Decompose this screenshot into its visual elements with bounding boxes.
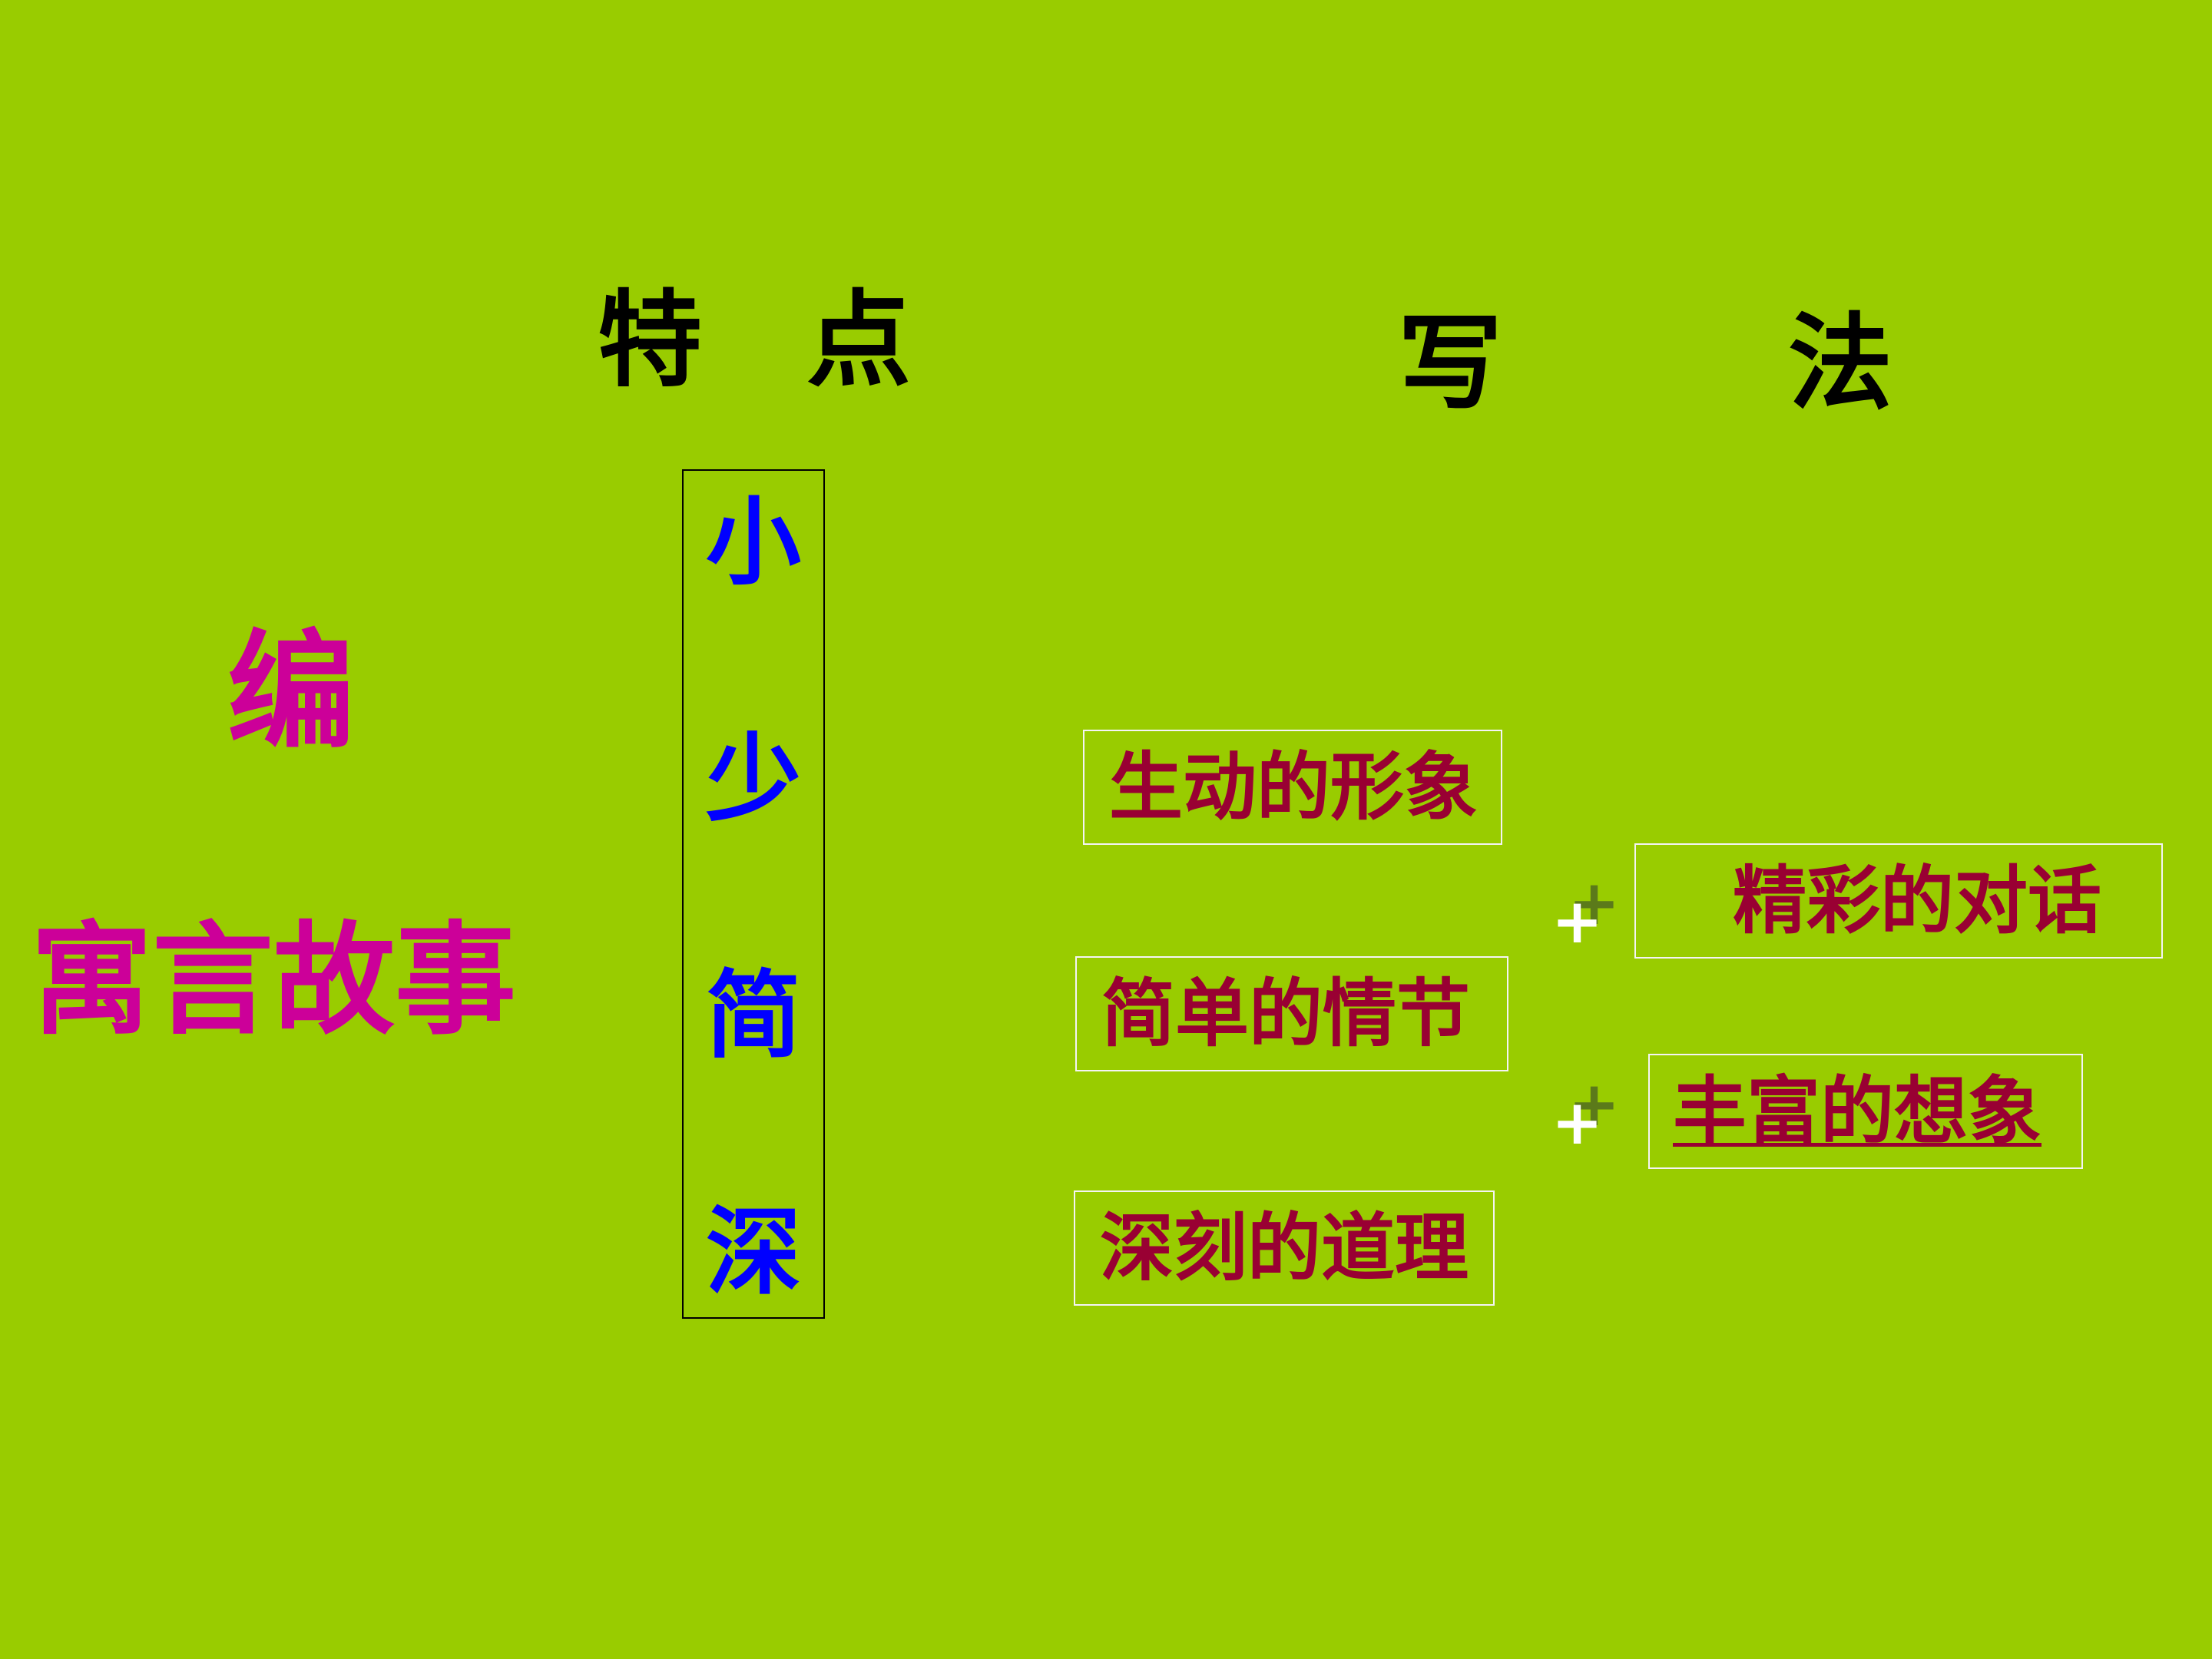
profound-moral-box: 深刻的道理 [1074, 1190, 1495, 1306]
plus-icon-imagination: + [1551, 1087, 1604, 1158]
profound-moral-text: 深刻的道理 [1100, 1204, 1469, 1291]
features-heading: 特 点 [598, 279, 911, 402]
rich-imagination-text: 丰富的想象 [1673, 1068, 2041, 1154]
simple-plot-box: 简单的情节 [1075, 956, 1508, 1071]
features-column-box: 小 少 简 深 [682, 469, 825, 1319]
writing-heading-left: 写 [1398, 302, 1502, 425]
fable-story-label: 寓言故事 [31, 909, 516, 1051]
writing-heading-right: 法 [1788, 302, 1892, 425]
vivid-image-text: 生动的形象 [1109, 743, 1478, 830]
feature-deep: 深 [705, 1197, 801, 1308]
compose-label: 编 [227, 617, 355, 767]
feature-few: 少 [705, 724, 801, 835]
plus-icon-dialogue: + [1551, 886, 1604, 957]
wonderful-dialogue-text: 精彩的对话 [1733, 857, 2101, 944]
feature-small: 小 [705, 487, 801, 598]
feature-simple: 简 [705, 960, 801, 1071]
wonderful-dialogue-box: 精彩的对话 [1634, 843, 2163, 959]
plus-icon-imagination-shadow: + [1568, 1068, 1621, 1140]
plus-icon-dialogue-shadow: + [1568, 867, 1621, 939]
vivid-image-box: 生动的形象 [1083, 730, 1502, 845]
rich-imagination-box: 丰富的想象 [1648, 1054, 2083, 1169]
simple-plot-text: 简单的情节 [1101, 970, 1470, 1057]
